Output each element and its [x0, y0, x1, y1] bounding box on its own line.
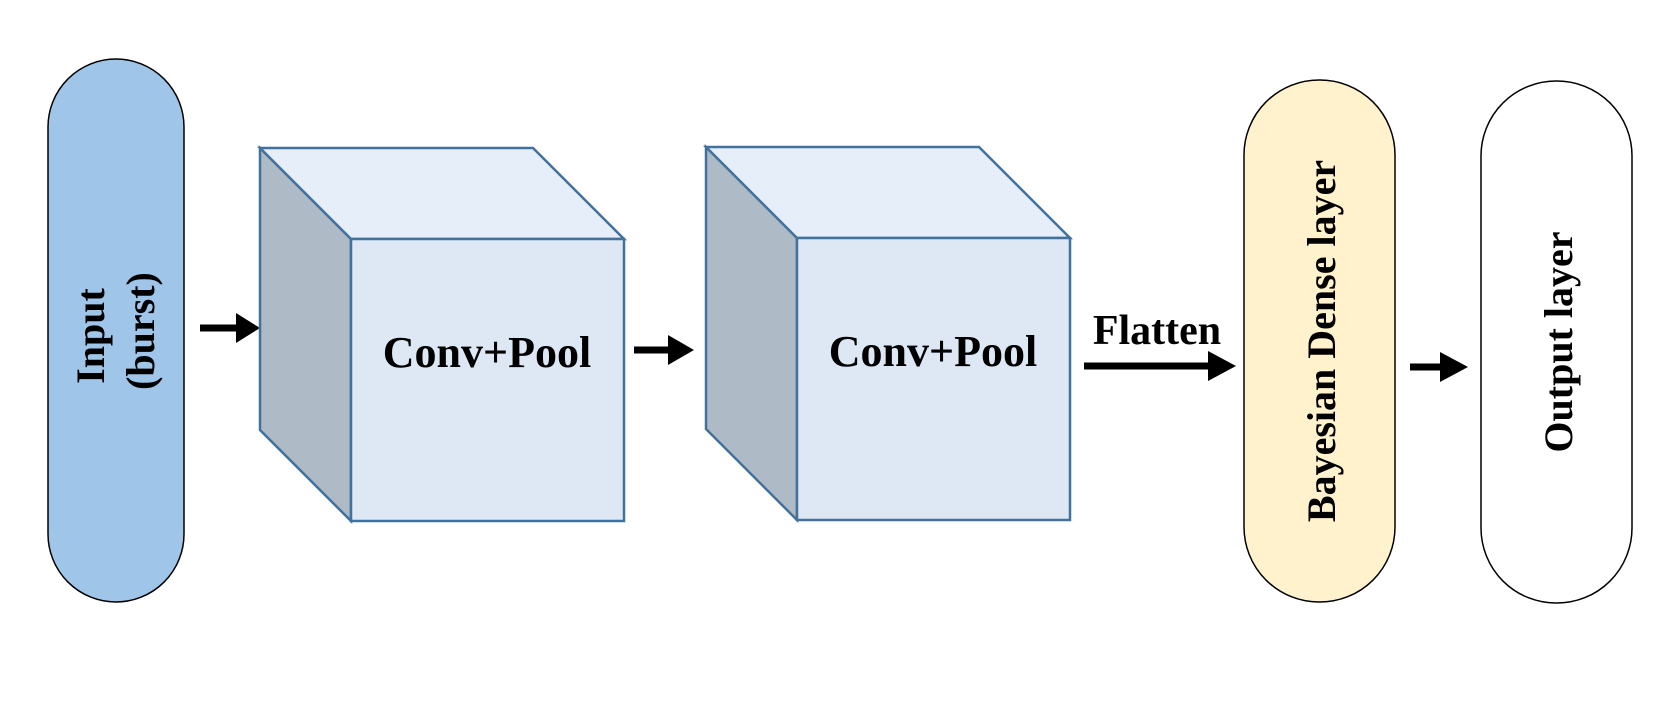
input-node: Input (burst) — [47, 58, 185, 603]
conv-pool-cube-1: Conv+Pool — [256, 144, 628, 525]
flatten-label: Flatten — [1093, 308, 1221, 354]
input-pill — [47, 58, 185, 603]
arrow-flatten: Flatten — [1084, 308, 1236, 381]
input-label: Input (burst) — [68, 272, 163, 390]
conv-pool-cube-2: Conv+Pool — [702, 143, 1074, 524]
arrow-input-to-conv1 — [200, 313, 260, 343]
bayesian-dense-pill — [1243, 79, 1396, 603]
bayesian-dense-layer-node: Bayesian Dense layer — [1243, 79, 1396, 603]
cube-2-front-face — [795, 236, 1072, 522]
arrow-conv1-to-conv2 — [634, 335, 694, 365]
input-label-line1: Input — [68, 288, 113, 384]
output-label: Output layer — [1536, 231, 1581, 452]
input-label-line2: (burst) — [118, 272, 163, 390]
cube-1-front-face — [349, 237, 626, 523]
output-pill — [1480, 80, 1633, 604]
output-layer-node: Output layer — [1480, 80, 1633, 604]
cube-2-label: Conv+Pool — [829, 327, 1037, 376]
arrow-dense-to-output — [1410, 352, 1468, 382]
cube-1-label: Conv+Pool — [383, 328, 591, 377]
bayesian-dense-label: Bayesian Dense layer — [1299, 160, 1344, 522]
